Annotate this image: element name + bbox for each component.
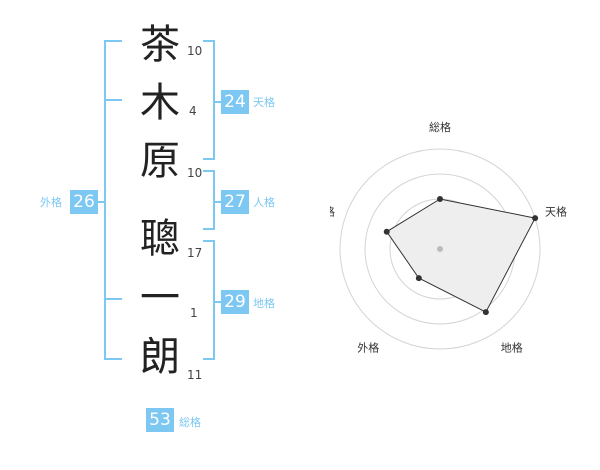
chikaku-bracket-line	[213, 240, 215, 360]
gaikaku-bracket-top	[104, 40, 122, 42]
gaikaku-value: 26	[70, 190, 98, 214]
tenkaku-bracket-stub	[213, 101, 221, 103]
name-char-6: 朗	[140, 334, 180, 380]
name-char-1: 茶	[140, 22, 180, 68]
tenkaku-bracket-top	[203, 40, 215, 42]
radar-data-point	[415, 275, 422, 282]
radar-axis-label: 人格	[330, 204, 335, 218]
radar-series-polygon	[386, 198, 536, 313]
radar-axis-label: 外格	[357, 341, 379, 355]
jinkaku-bracket-bottom	[203, 228, 215, 230]
stroke-count-6: 11	[187, 368, 203, 382]
radar-data-point	[383, 228, 390, 235]
chikaku-label: 地格	[253, 297, 275, 310]
radar-grid-ring	[339, 148, 541, 350]
chikaku-bracket-bottom	[203, 358, 215, 360]
jinkaku-label: 人格	[253, 196, 275, 209]
name-char-2: 木	[140, 80, 180, 126]
chikaku-bracket-top	[203, 240, 215, 242]
gaikaku-bracket-line	[104, 40, 106, 360]
stroke-count-2: 4	[189, 104, 197, 118]
chikaku-value: 29	[221, 290, 249, 314]
gaikaku-bracket-bottom	[104, 358, 122, 360]
stroke-count-1: 10	[187, 44, 203, 58]
jinkaku-bracket-stub	[213, 201, 221, 203]
soukaku-label: 総格	[179, 416, 201, 429]
name-char-5: 一	[140, 275, 180, 321]
tenkaku-value: 24	[221, 90, 249, 114]
tenkaku-bracket-bottom	[203, 158, 215, 160]
gaikaku-bracket-tick	[104, 99, 122, 101]
radar-axis-label: 天格	[545, 204, 567, 218]
radar-axis-label: 地格	[501, 341, 523, 355]
stroke-count-5: 1	[190, 306, 198, 320]
jinkaku-value: 27	[221, 190, 249, 214]
tenkaku-bracket-line	[213, 40, 215, 160]
tenkaku-label: 天格	[253, 96, 275, 109]
radar-series-points	[383, 196, 539, 316]
radar-center-dot	[437, 246, 443, 252]
gaikaku-bracket-tick	[104, 298, 122, 300]
gaikaku-label: 外格	[40, 196, 62, 209]
radar-axis-label: 総格	[429, 120, 451, 134]
name-char-4: 聰	[140, 216, 180, 262]
gaikaku-bracket-stub	[98, 201, 106, 203]
name-char-3: 原	[140, 138, 180, 184]
chikaku-bracket-stub	[213, 301, 221, 303]
radar-data-point	[437, 196, 443, 202]
jinkaku-bracket-line	[213, 170, 215, 230]
soukaku-value: 53	[146, 408, 174, 432]
stroke-count-3: 10	[187, 166, 203, 180]
stroke-count-4: 17	[187, 246, 203, 260]
radar-data-point	[482, 309, 489, 316]
jinkaku-bracket-top	[203, 170, 215, 172]
radar-data-point	[532, 215, 539, 222]
